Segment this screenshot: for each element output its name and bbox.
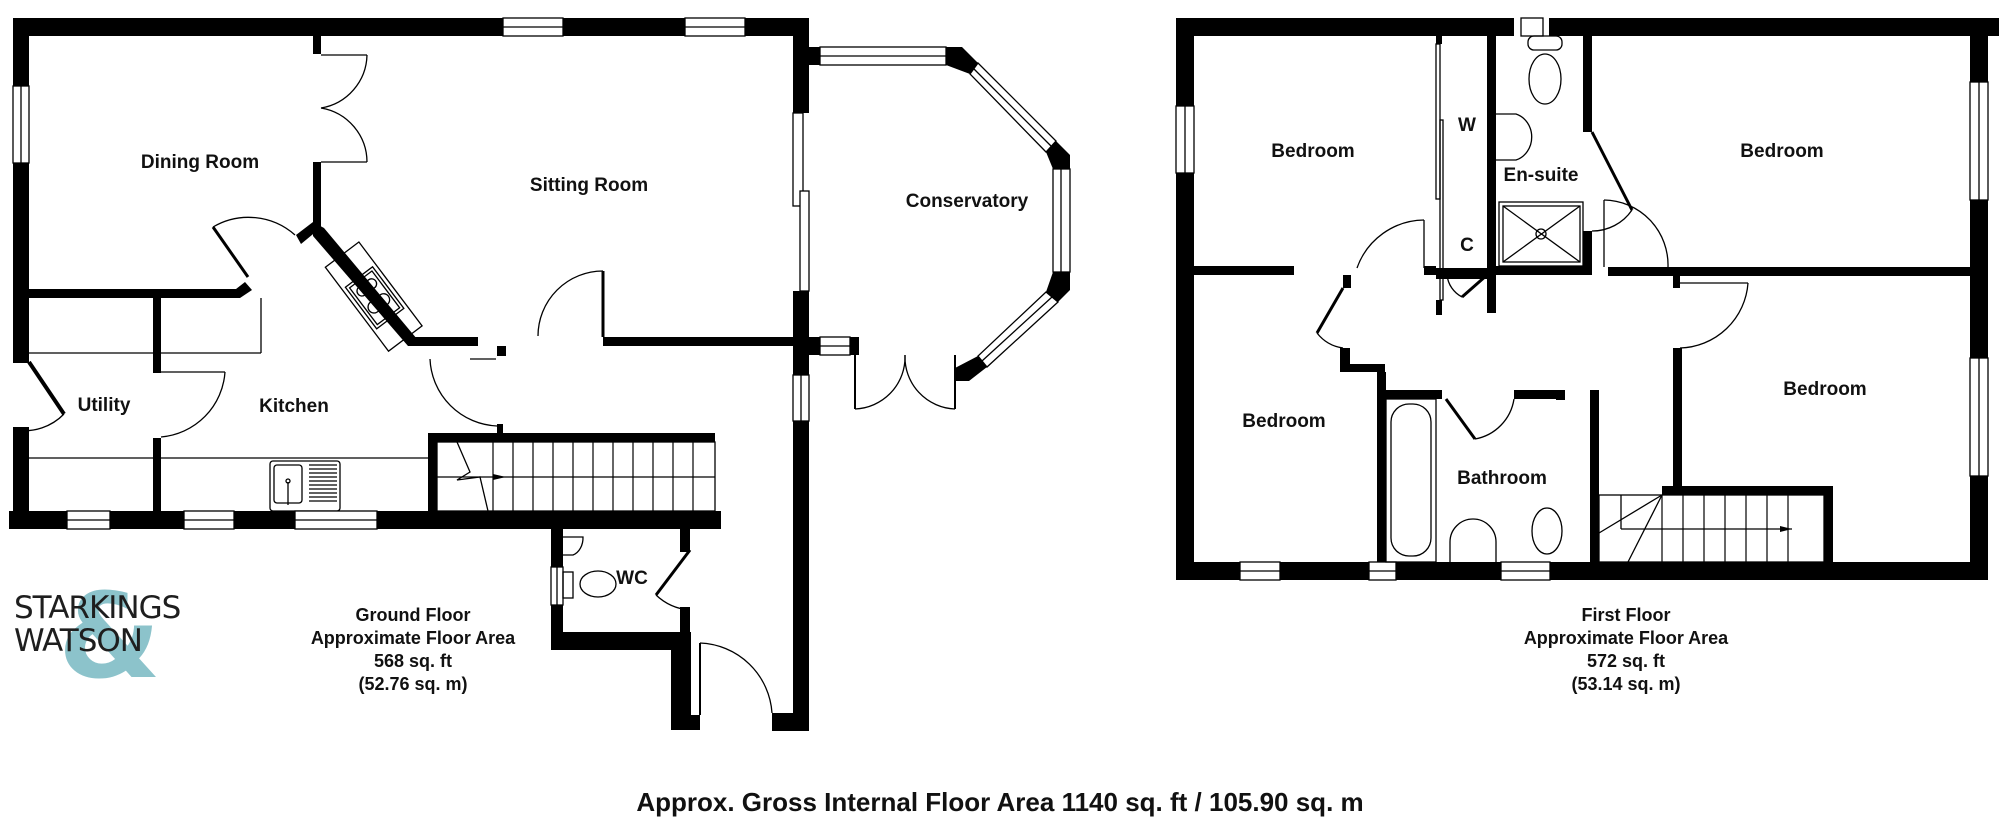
room-label-wardrobe: W bbox=[1458, 115, 1476, 136]
room-label-sitting: Sitting Room bbox=[530, 175, 648, 196]
bathtub-icon bbox=[1390, 403, 1432, 557]
room-label-cupboard: C bbox=[1460, 235, 1474, 256]
room-label-bedroom-se: Bedroom bbox=[1783, 379, 1866, 400]
toilet-icon bbox=[579, 570, 617, 598]
room-label-utility: Utility bbox=[78, 395, 131, 416]
gross-floor-area-total: Approx. Gross Internal Floor Area 1140 s… bbox=[636, 787, 1363, 817]
logo-line-2: WATSON bbox=[14, 623, 142, 659]
ground-floor-area-caption: Ground Floor Approximate Floor Area 568 … bbox=[311, 605, 516, 694]
room-label-bedroom-nw: Bedroom bbox=[1271, 141, 1354, 162]
ground-floor-sqm: (52.76 sq. m) bbox=[358, 674, 467, 694]
logo-ampersand: & bbox=[58, 567, 161, 705]
staircase-ground bbox=[428, 433, 716, 512]
first-floor-sqm: (53.14 sq. m) bbox=[1571, 674, 1680, 694]
conservatory-structure bbox=[809, 46, 1071, 410]
first-floor-subtitle: Approximate Floor Area bbox=[1524, 628, 1729, 648]
room-label-bedroom-ne: Bedroom bbox=[1740, 141, 1823, 162]
hob-icon bbox=[324, 241, 423, 353]
staircase-first bbox=[1598, 486, 1833, 563]
ensuite-basin-icon bbox=[1496, 113, 1533, 161]
room-label-bathroom: Bathroom bbox=[1457, 468, 1547, 489]
room-label-ensuite: En-suite bbox=[1504, 165, 1579, 186]
shower-tray-icon bbox=[1502, 205, 1581, 263]
room-label-conservatory: Conservatory bbox=[906, 191, 1029, 212]
first-floor-plan: Bedroom W En-suite Bedroom C Bedroom Bat… bbox=[1175, 17, 1999, 694]
room-label-kitchen: Kitchen bbox=[259, 396, 329, 417]
wc-room bbox=[550, 529, 692, 650]
ground-floor-title: Ground Floor bbox=[356, 605, 471, 625]
first-floor-title: First Floor bbox=[1582, 605, 1671, 625]
logo-line-1: STARKINGS bbox=[14, 590, 180, 626]
room-label-bedroom-sw: Bedroom bbox=[1242, 411, 1325, 432]
ground-floor-subtitle: Approximate Floor Area bbox=[311, 628, 516, 648]
ground-floor-plan: Dining Room Sitting Room Conservatory Ut… bbox=[9, 17, 1071, 731]
first-floor-area-caption: First Floor Approximate Floor Area 572 s… bbox=[1524, 605, 1729, 694]
sink-icon bbox=[269, 460, 341, 512]
ensuite-toilet-icon bbox=[1528, 53, 1562, 105]
ground-floor-sqft: 568 sq. ft bbox=[374, 651, 452, 671]
agency-logo: & STARKINGS WATSON bbox=[14, 567, 181, 705]
first-floor-sqft: 572 sq. ft bbox=[1587, 651, 1665, 671]
room-label-dining: Dining Room bbox=[141, 152, 259, 173]
wc-basin-icon bbox=[563, 536, 584, 556]
bathroom-toilet-icon bbox=[1531, 507, 1563, 555]
room-label-wc: WC bbox=[616, 568, 648, 589]
bathroom-basin-icon bbox=[1449, 518, 1497, 562]
